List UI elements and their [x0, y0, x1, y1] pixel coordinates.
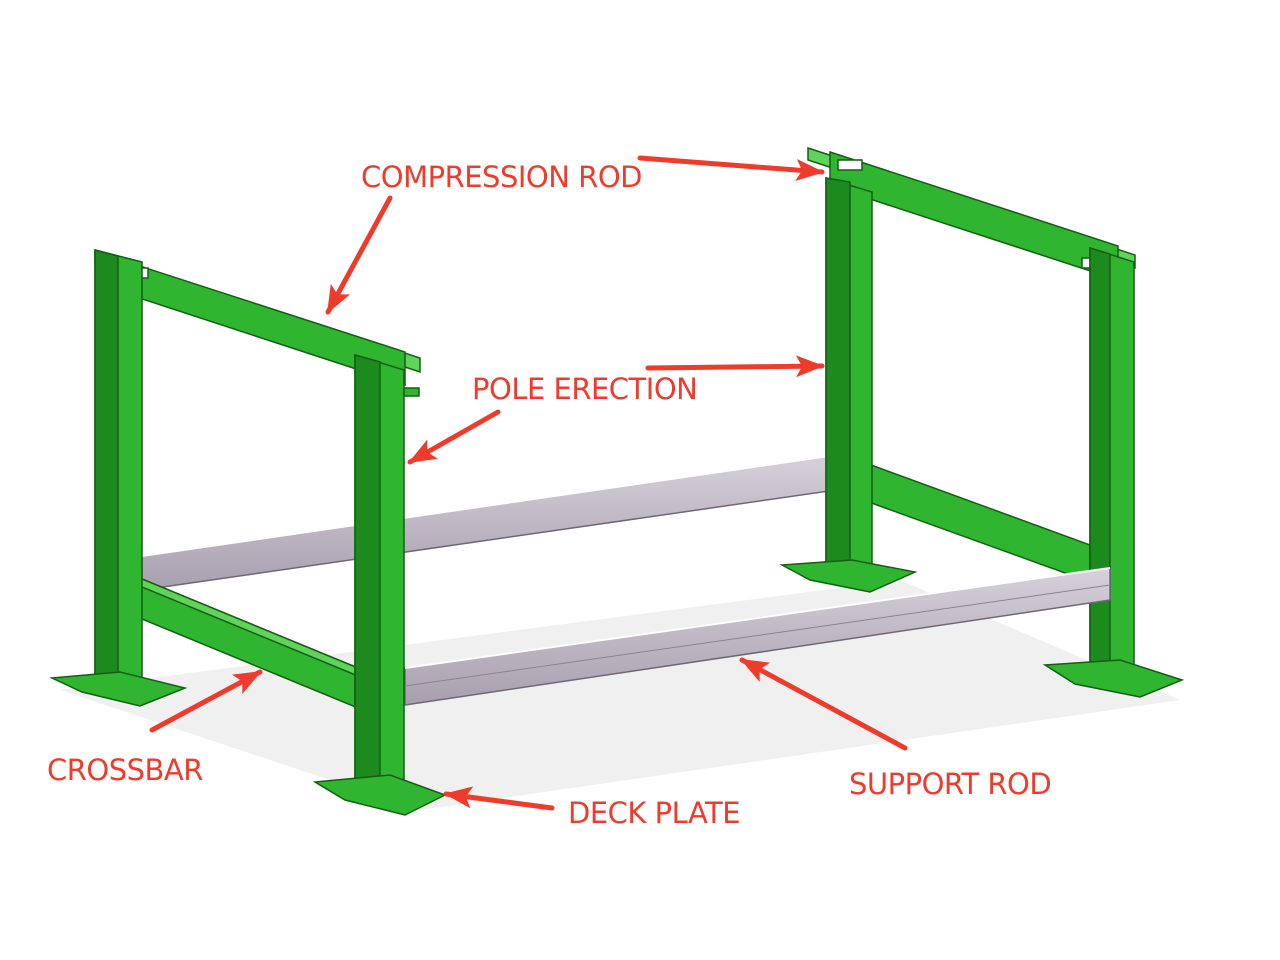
arrow-crossbar	[149, 669, 263, 733]
label-pole-erection: POLE ERECTION	[472, 372, 698, 406]
support-rail	[404, 567, 1111, 706]
label-deck-plate: DECK PLATE	[568, 796, 741, 830]
arrow-compression-rod-left	[325, 195, 393, 315]
arrow-pole-erection-right	[645, 355, 825, 378]
arrow-support-rod	[739, 657, 908, 751]
floor-shadow	[60, 580, 1180, 810]
arrow-deck-plate	[443, 786, 555, 811]
rear-rail	[141, 454, 837, 591]
label-compression-rod: COMPRESSION ROD	[361, 160, 642, 194]
arrow-pole-erection-left	[407, 409, 501, 465]
right-frame	[779, 146, 1185, 698]
callout-arrows	[149, 155, 908, 811]
arrow-compression-rod-right	[637, 155, 825, 181]
label-crossbar: CROSSBAR	[47, 753, 203, 787]
left-frame	[49, 249, 447, 816]
label-support-rod: SUPPORT ROD	[849, 767, 1052, 801]
